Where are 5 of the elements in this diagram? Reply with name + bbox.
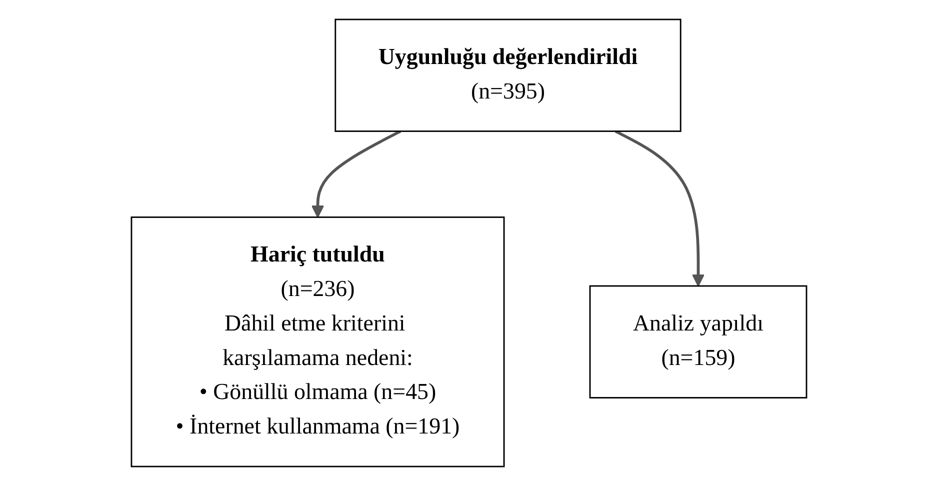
arrow	[614, 130, 704, 287]
node-box: Hariç tutuldu (n=236) Dâhil etme kriterini karşılamama nedeni: • Gönüllü olmama (n=45) • İnternet kullanmama (n=191)	[130, 216, 504, 468]
node-box: Analiz yapıldı (n=159)	[588, 285, 807, 398]
node-box: Uygunluğu değerlendirildi (n=395)	[334, 18, 681, 132]
arrow	[310, 130, 401, 218]
